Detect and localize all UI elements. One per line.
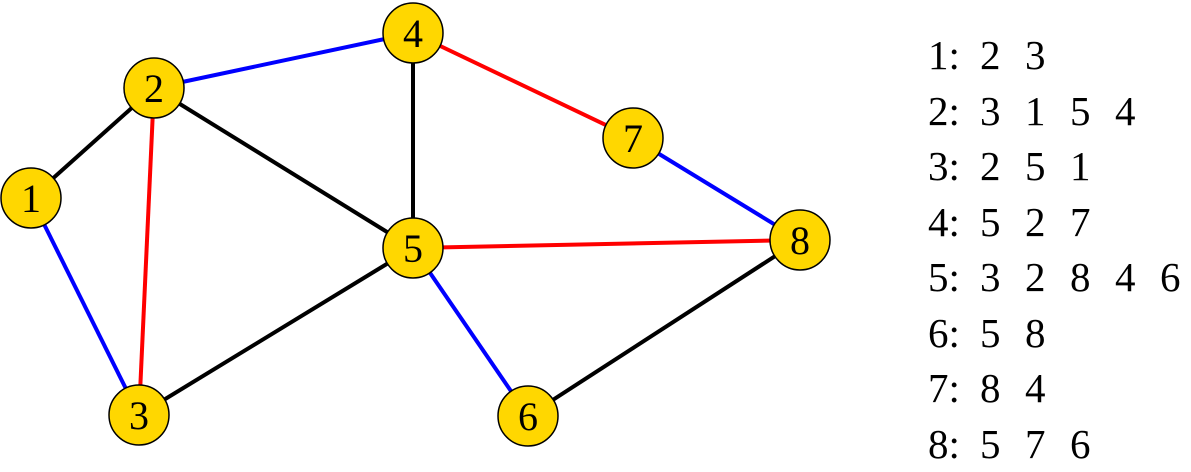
- adjacency-neighbor: 3: [980, 84, 1025, 140]
- adjacency-key: 2:: [928, 84, 980, 140]
- node-label: 6: [518, 394, 538, 439]
- adjacency-neighbor: 8: [1070, 250, 1115, 306]
- node-label: 1: [21, 176, 41, 221]
- node-3: 3: [109, 385, 169, 445]
- nodes-layer: 1 2 3 4 5 6 7 8: [1, 3, 830, 446]
- adjacency-neighbor: 5: [980, 417, 1025, 472]
- adjacency-key: 5:: [928, 250, 980, 306]
- edge-1-3: [31, 198, 139, 415]
- adjacency-neighbor: 5: [1070, 84, 1115, 140]
- node-5: 5: [383, 218, 443, 278]
- node-6: 6: [498, 386, 558, 446]
- adjacency-neighbor: 8: [1025, 306, 1070, 362]
- adjacency-neighbor: 5: [980, 306, 1025, 362]
- adjacency-neighbor: 4: [1115, 250, 1160, 306]
- edge-3-5: [139, 248, 413, 415]
- edge-2-5: [154, 88, 413, 248]
- edge-2-3: [139, 88, 154, 415]
- adjacency-key: 6:: [928, 306, 980, 362]
- node-label: 8: [790, 218, 810, 263]
- node-2: 2: [124, 58, 184, 118]
- adjacency-key: 4:: [928, 195, 980, 251]
- adjacency-neighbor: 5: [1025, 139, 1070, 195]
- adjacency-neighbor: 2: [1025, 250, 1070, 306]
- adjacency-key: 3:: [928, 139, 980, 195]
- node-label: 4: [403, 11, 423, 56]
- adjacency-key: 8:: [928, 417, 980, 472]
- adjacency-neighbor: 6: [1160, 250, 1191, 306]
- node-label: 5: [403, 226, 423, 271]
- edge-6-8: [528, 240, 800, 416]
- node-7: 7: [603, 108, 663, 168]
- adjacency-neighbor: 6: [1070, 417, 1115, 472]
- adjacency-neighbor: 4: [1115, 84, 1160, 140]
- edge-4-7: [413, 33, 633, 138]
- node-4: 4: [383, 3, 443, 63]
- node-label: 7: [623, 116, 643, 161]
- adjacency-neighbor: 1: [1025, 84, 1070, 140]
- node-label: 2: [144, 66, 164, 111]
- adjacency-neighbor: 5: [980, 195, 1025, 251]
- adjacency-neighbor: 8: [980, 361, 1025, 417]
- edge-2-4: [154, 33, 413, 88]
- edge-5-8: [413, 240, 800, 248]
- adjacency-neighbor: 2: [980, 139, 1025, 195]
- node-label: 3: [129, 393, 149, 438]
- adjacency-neighbor: 4: [1025, 361, 1070, 417]
- node-8: 8: [770, 210, 830, 270]
- adjacency-neighbor: 3: [1025, 28, 1070, 84]
- adjacency-neighbor: 7: [1025, 417, 1070, 472]
- adjacency-neighbor: 3: [980, 250, 1025, 306]
- adjacency-neighbor: 2: [1025, 195, 1070, 251]
- adjacency-neighbor: 2: [980, 28, 1025, 84]
- adjacency-neighbor: 7: [1070, 195, 1115, 251]
- adjacency-key: 1:: [928, 28, 980, 84]
- adjacency-neighbor: 1: [1070, 139, 1115, 195]
- node-1: 1: [1, 168, 61, 228]
- graph-diagram: 1 2 3 4 5 6 7 8: [0, 0, 900, 449]
- adjacency-key: 7:: [928, 361, 980, 417]
